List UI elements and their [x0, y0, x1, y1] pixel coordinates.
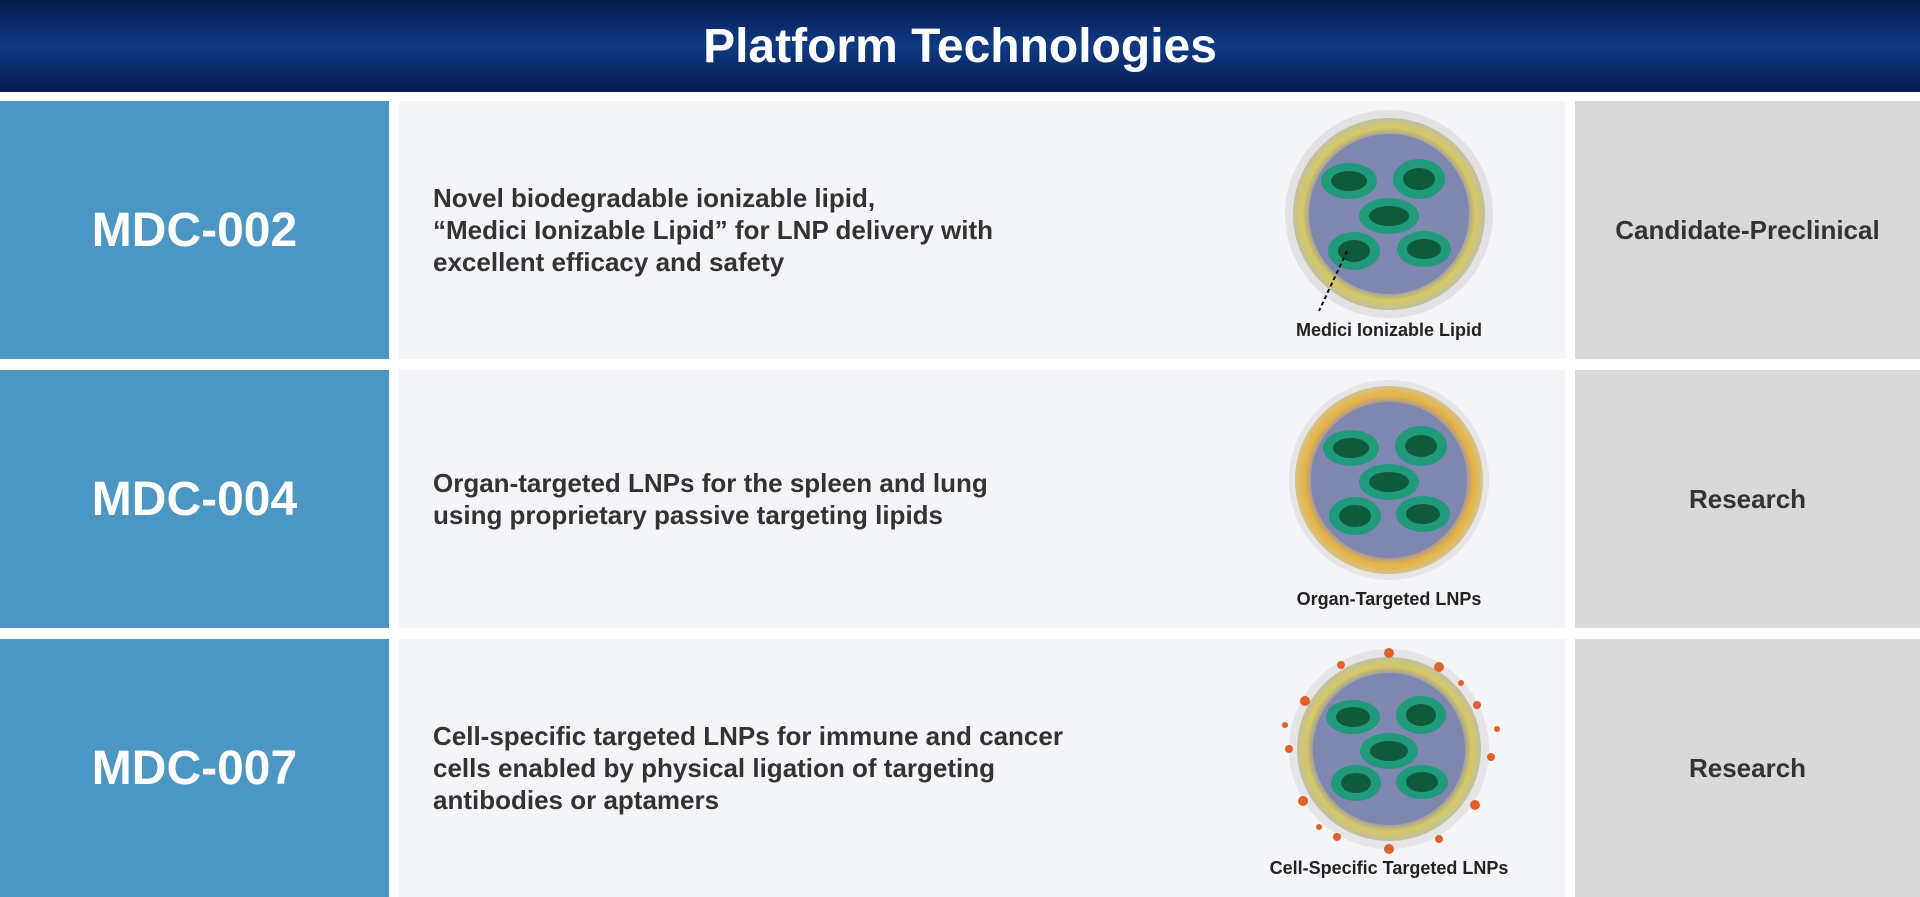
- description-cell: Novel biodegradable ionizable lipid, “Me…: [399, 101, 1565, 359]
- lnp-illustration: Medici Ionizable Lipid: [1229, 101, 1549, 359]
- status-text: Research: [1688, 752, 1807, 783]
- header-banner: Platform Technologies: [0, 0, 1920, 92]
- description-text: Cell-specific targeted LNPs for immune a…: [433, 721, 1063, 815]
- illustration-label: Cell-Specific Targeted LNPs: [1269, 858, 1509, 878]
- illustration-label: Organ-Targeted LNPs: [1296, 589, 1482, 609]
- product-code: MDC-004: [91, 472, 298, 526]
- table-row: MDC-002 Novel biodegradable ionizable li…: [0, 101, 1920, 359]
- table-row: MDC-004 Organ-targeted LNPs for the sple…: [0, 370, 1920, 628]
- description-cell: Organ-targeted LNPs for the spleen and l…: [399, 370, 1565, 628]
- description-text: Novel biodegradable ionizable lipid, “Me…: [433, 183, 994, 277]
- lnp-illustration: Organ-Targeted LNPs: [1229, 370, 1549, 628]
- product-code-cell: MDC-002: [0, 101, 389, 359]
- status-cell: Research: [1575, 639, 1920, 897]
- status-text: Candidate-Preclinical: [1615, 214, 1880, 245]
- lnp-particle-icon: [1282, 648, 1500, 854]
- status-text: Research: [1688, 483, 1807, 514]
- description-cell: Cell-specific targeted LNPs for immune a…: [399, 639, 1565, 897]
- product-code: MDC-002: [91, 203, 298, 257]
- description-text: Organ-targeted LNPs for the spleen and l…: [433, 468, 988, 530]
- product-code-cell: MDC-004: [0, 370, 389, 628]
- status-cell: Research: [1575, 370, 1920, 628]
- lnp-illustration: Cell-Specific Targeted LNPs: [1229, 639, 1549, 897]
- lnp-particle-icon: [1285, 110, 1493, 318]
- page-title: Platform Technologies: [703, 19, 1217, 73]
- table-row: MDC-007 Cell-specific targeted LNPs for …: [0, 639, 1920, 897]
- product-code-cell: MDC-007: [0, 639, 389, 897]
- illustration-label: Medici Ionizable Lipid: [1295, 320, 1482, 340]
- status-cell: Candidate-Preclinical: [1575, 101, 1920, 359]
- lnp-particle-icon: [1289, 380, 1489, 580]
- product-code: MDC-007: [91, 741, 298, 795]
